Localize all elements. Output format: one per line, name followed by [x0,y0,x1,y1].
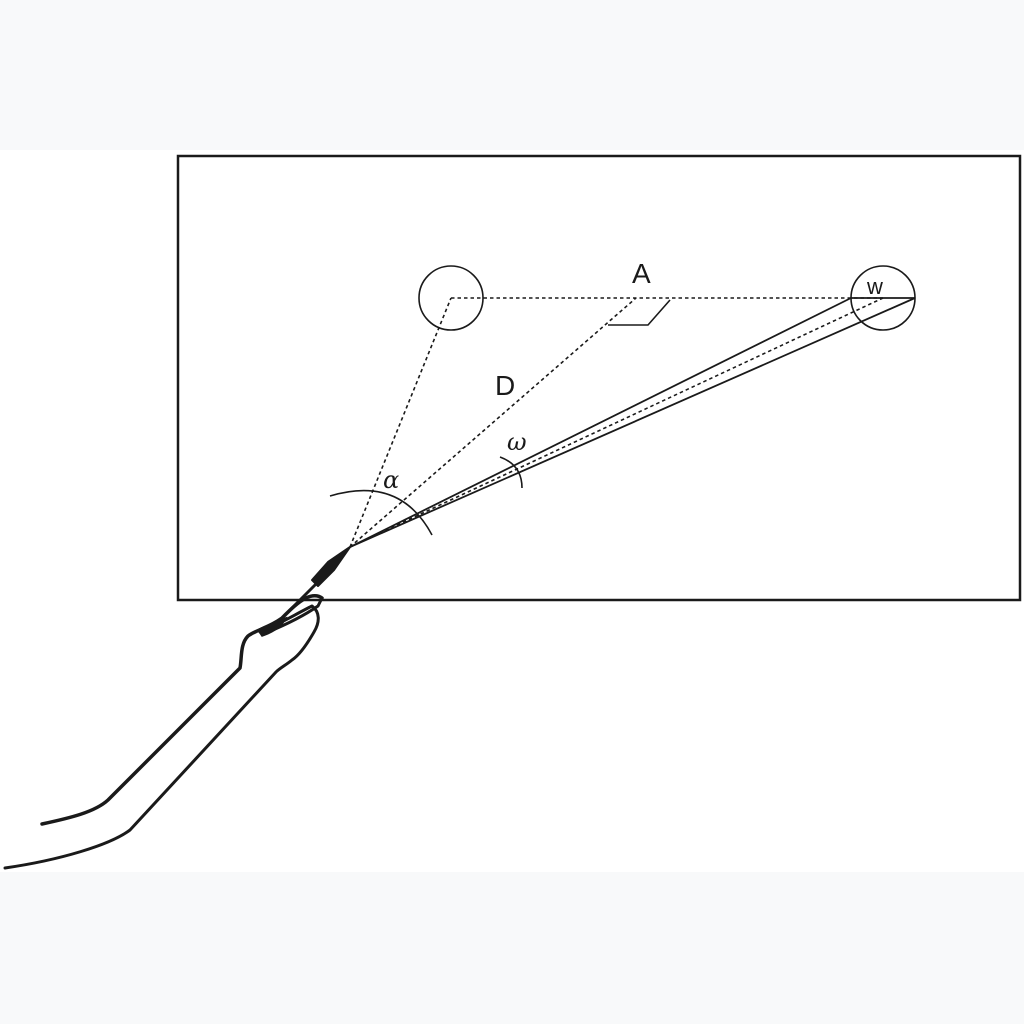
label-omega: ω [507,428,527,456]
label-width: w [866,274,883,299]
label-amplitude: A [632,258,651,289]
stylus-tip [311,546,351,587]
finger-outline [3,604,320,870]
display-screen [176,154,1022,602]
diagram-background [0,150,1024,872]
right-angle-marker [608,299,671,326]
distance-line [349,297,637,548]
alpha-arc [329,489,433,536]
label-distance: D [495,370,515,401]
hand-outline [40,594,324,826]
cone-lower-edge [349,297,916,548]
finger-grip-shading [256,616,288,637]
label-alpha: α [383,466,399,494]
left-target-circle [418,265,484,331]
cone-upper-edge [349,297,852,548]
ray-to-right-target-center [349,297,884,548]
ray-to-left-target [349,297,452,548]
omega-arc [499,456,523,489]
